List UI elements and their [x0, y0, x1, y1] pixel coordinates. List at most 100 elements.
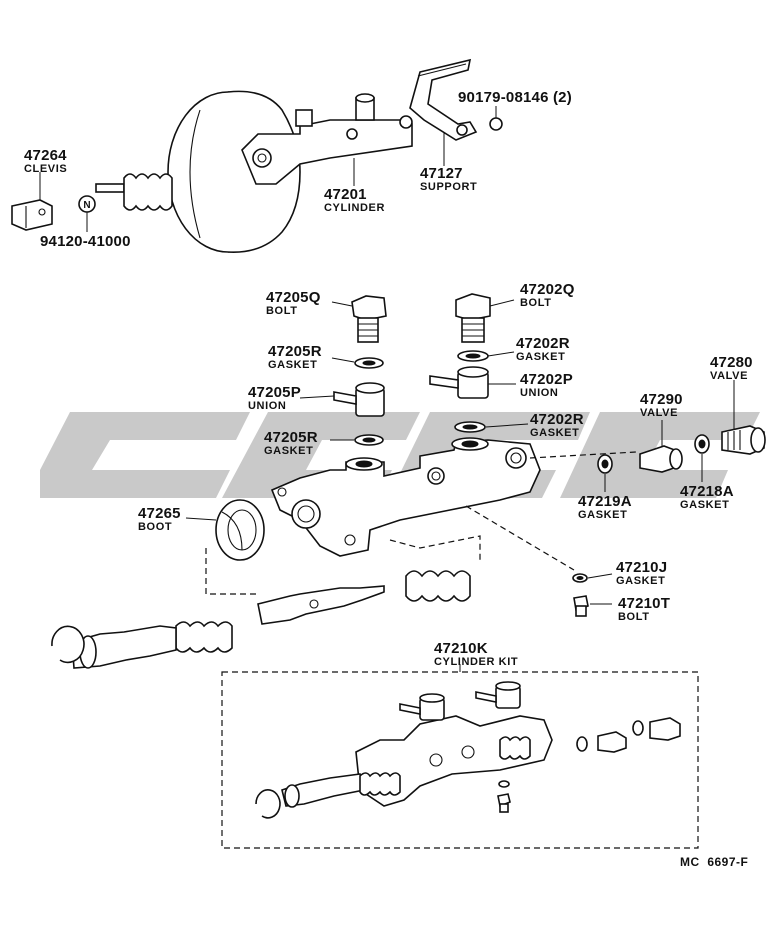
- gasket-47210j: [572, 573, 588, 583]
- part-number: 47202P: [520, 371, 573, 388]
- callout-47201: 47201 CYLINDER: [324, 186, 385, 214]
- part-number: 47218A: [680, 483, 734, 500]
- part-name: UNION: [520, 387, 558, 399]
- part-number: 47210T: [618, 595, 670, 612]
- bolt-47202q: [455, 293, 491, 343]
- callout-47290: 47290 VALVE: [640, 391, 683, 419]
- callout-47219a: 47219A GASKET: [578, 493, 632, 521]
- part-number: 47265: [138, 505, 181, 522]
- part-name: GASKET: [680, 499, 729, 511]
- part-name: UNION: [248, 400, 286, 412]
- gasket-47218a: [694, 434, 710, 454]
- callout-94120: 94120-41000: [40, 233, 131, 250]
- part-name: VALVE: [640, 407, 678, 419]
- part-name: CYLINDER: [324, 202, 385, 214]
- callout-47205p: 47205P UNION: [248, 384, 301, 412]
- kit-valves: [576, 717, 681, 753]
- callout-47205r-2: 47205R GASKET: [264, 429, 318, 457]
- callout-47202p: 47202P UNION: [520, 371, 573, 399]
- secondary-piston: [257, 585, 385, 625]
- part-name: VALVE: [710, 370, 748, 382]
- callout-47210t: 47210T BOLT: [618, 595, 670, 623]
- part-name: GASKET: [530, 427, 579, 439]
- bolt-47205q: [351, 295, 387, 343]
- part-name: GASKET: [516, 351, 565, 363]
- part-number: 47127: [420, 165, 463, 182]
- part-number: 47290: [640, 391, 683, 408]
- part-name: BOLT: [266, 305, 298, 317]
- boot-47265: [215, 499, 265, 561]
- cylinder-kit-box: [221, 671, 699, 849]
- part-name: BOLT: [520, 297, 552, 309]
- part-name: GASKET: [616, 575, 665, 587]
- part-number: 47201: [324, 186, 367, 203]
- part-number: 94120-41000: [40, 233, 131, 250]
- part-number: 47219A: [578, 493, 632, 510]
- gasket-47202r-lower: [454, 421, 486, 433]
- callout-47205q: 47205Q BOLT: [266, 289, 321, 317]
- spring-upper: [405, 570, 471, 602]
- diagram-code: MC 6697-F: [680, 855, 748, 869]
- gasket-47219a: [597, 454, 613, 474]
- cylinder-on-booster: [241, 93, 413, 185]
- part-name: BOLT: [618, 611, 650, 623]
- part-name: SUPPORT: [420, 181, 477, 193]
- guide-line-4: [465, 505, 575, 571]
- callout-90179: 90179-08146 (2): [458, 89, 572, 106]
- primary-piston: [71, 625, 177, 669]
- callout-47127: 47127 SUPPORT: [420, 165, 477, 193]
- n-marker-label: N: [83, 200, 90, 211]
- callout-47202r-1: 47202R GASKET: [516, 335, 570, 363]
- part-number: 90179-08146 (2): [458, 89, 572, 106]
- callout-47218a: 47218A GASKET: [680, 483, 734, 511]
- guide-line-1: [205, 548, 256, 595]
- part-number: 47205R: [264, 429, 318, 446]
- part-name: GASKET: [268, 359, 317, 371]
- part-number: 47202Q: [520, 281, 575, 298]
- part-number: 47205Q: [266, 289, 321, 306]
- clevis: [11, 199, 53, 231]
- part-name: GASKET: [264, 445, 313, 457]
- part-name: CLEVIS: [24, 163, 67, 175]
- part-number: 47205R: [268, 343, 322, 360]
- primary-spring: [175, 621, 233, 653]
- kit-spring: [359, 736, 531, 796]
- leader-lines: [39, 106, 735, 672]
- gasket-47205r-upper: [354, 357, 384, 369]
- callout-47202q: 47202Q BOLT: [520, 281, 575, 309]
- kit-bolt: [497, 780, 511, 813]
- union-47202p: [429, 366, 489, 399]
- part-number: 47210J: [616, 559, 667, 576]
- n-marker: N: [78, 195, 96, 213]
- callout-47265: 47265 BOOT: [138, 505, 181, 533]
- part-number: 47280: [710, 354, 753, 371]
- valve-47280: [721, 425, 766, 455]
- bolt-47210t: [573, 595, 589, 617]
- guide-line-2: [389, 535, 481, 560]
- kit-primary-piston: [281, 773, 365, 808]
- part-number: 47210K: [434, 640, 488, 657]
- part-name: CYLINDER KIT: [434, 656, 518, 668]
- gasket-47202r-upper: [457, 350, 489, 362]
- valve-47290: [639, 445, 683, 473]
- part-number: 47264: [24, 147, 67, 164]
- callout-47205r-1: 47205R GASKET: [268, 343, 322, 371]
- callout-47280: 47280 VALVE: [710, 354, 753, 382]
- callout-47264: 47264 CLEVIS: [24, 147, 67, 175]
- callout-47202r-2: 47202R GASKET: [530, 411, 584, 439]
- guide-line-3: [529, 451, 637, 459]
- callout-47210k: 47210K CYLINDER KIT: [434, 640, 518, 668]
- gasket-47205r-lower: [354, 434, 384, 446]
- snap-ring: [51, 625, 85, 664]
- part-number: 47202R: [516, 335, 570, 352]
- callout-47210j: 47210J GASKET: [616, 559, 667, 587]
- union-47205p: [333, 382, 385, 417]
- support-bracket: [409, 58, 503, 141]
- master-cylinder-body: [270, 437, 541, 557]
- part-name: BOOT: [138, 521, 172, 533]
- part-number: 47205P: [248, 384, 301, 401]
- part-name: GASKET: [578, 509, 627, 521]
- kit-snap-ring: [255, 789, 281, 819]
- part-number: 47202R: [530, 411, 584, 428]
